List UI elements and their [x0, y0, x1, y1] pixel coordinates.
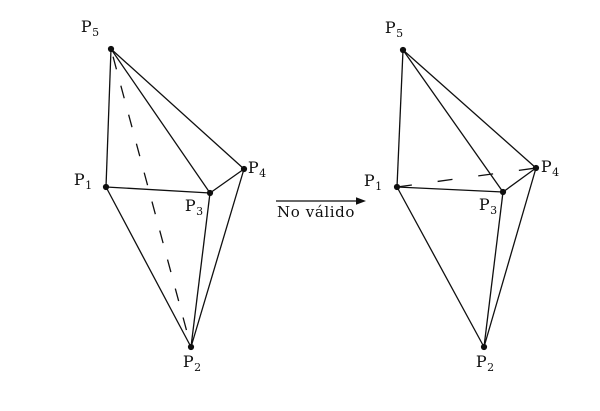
edge-p3-p4 — [502, 167, 537, 193]
vertex-label-main: P — [183, 352, 194, 371]
edge-p5-p1 — [396, 49, 404, 188]
vertex-label-main: P — [248, 158, 259, 177]
vertex-label-main: P — [541, 157, 552, 176]
edge-p1-p4-dashed — [396, 167, 537, 188]
edge-p1-p3 — [105, 186, 211, 194]
vertex-label-subscript: 4 — [259, 167, 266, 180]
vertex-label-p1: P1 — [74, 170, 92, 192]
edge-p5-p4 — [402, 49, 537, 169]
vertex-label-p5: P5 — [385, 18, 403, 40]
vertex-label-main: P — [385, 18, 396, 37]
vertex-dot-p4 — [240, 165, 248, 173]
edge-p3-p2 — [483, 191, 504, 348]
edge-p1-p2 — [105, 186, 192, 348]
vertex-dot-p3 — [206, 189, 214, 197]
edge-p1-p3 — [396, 186, 504, 193]
vertex-label-main: P — [476, 352, 487, 371]
vertex-label-p4: P4 — [541, 157, 559, 179]
vertex-dot-p5 — [399, 46, 407, 54]
vertex-label-p4: P4 — [248, 158, 266, 180]
edge-p3-p4 — [209, 168, 245, 194]
vertex-dot-p2 — [187, 343, 195, 351]
edge-p5-p3 — [402, 49, 504, 193]
edge-p4-p2 — [190, 168, 245, 348]
vertex-dot-p3 — [499, 188, 507, 196]
vertex-dot-p2 — [480, 343, 488, 351]
vertex-label-p1: P1 — [364, 171, 382, 193]
edge-p5-p2-dashed — [110, 48, 192, 348]
edge-p4-p2 — [483, 167, 537, 348]
vertex-label-subscript: 2 — [194, 361, 201, 374]
vertex-label-p2: P2 — [183, 352, 201, 374]
vertex-label-subscript: 5 — [396, 27, 403, 40]
vertex-label-subscript: 4 — [552, 166, 559, 179]
edge-p5-p4 — [110, 48, 245, 170]
vertex-label-subscript: 3 — [490, 204, 497, 217]
edge-p5-p3 — [110, 48, 211, 194]
edge-p5-p1 — [105, 48, 112, 188]
vertex-label-main: P — [81, 17, 92, 36]
vertex-label-subscript: 1 — [375, 180, 382, 193]
vertex-label-main: P — [364, 171, 375, 190]
vertex-label-subscript: 1 — [85, 179, 92, 192]
vertex-label-p5: P5 — [81, 17, 99, 39]
edge-p1-p2 — [396, 186, 485, 348]
vertex-dot-p4 — [532, 164, 540, 172]
transition-arrow: No válido — [276, 197, 366, 221]
vertex-dot-p1 — [102, 183, 110, 191]
vertex-label-main: P — [479, 195, 490, 214]
vertex-label-p3: P3 — [479, 195, 497, 217]
vertex-label-subscript: 3 — [196, 205, 203, 218]
vertex-label-subscript: 2 — [487, 361, 494, 374]
arrow-label: No válido — [277, 203, 355, 221]
vertex-dot-p1 — [393, 183, 401, 191]
edge-p3-p2 — [190, 192, 211, 348]
vertex-label-subscript: 5 — [92, 26, 99, 39]
vertex-label-main: P — [185, 196, 196, 215]
vertex-label-main: P — [74, 170, 85, 189]
arrow-head-icon — [356, 197, 366, 205]
vertex-dot-p5 — [107, 45, 115, 53]
vertex-label-p3: P3 — [185, 196, 203, 218]
vertex-label-p2: P2 — [476, 352, 494, 374]
